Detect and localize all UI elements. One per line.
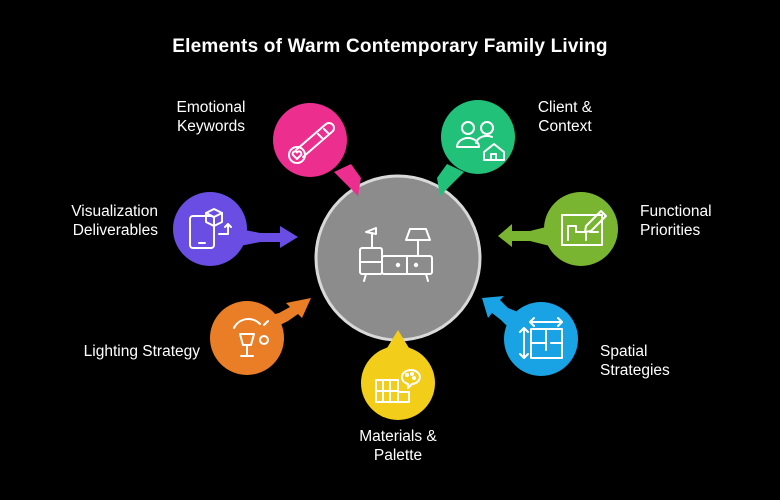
tablet-cube-icon bbox=[189, 208, 232, 249]
blueprint-pencil-icon bbox=[561, 210, 607, 246]
label-materials-palette: Materials &Palette bbox=[359, 428, 437, 464]
hub-circle bbox=[314, 174, 482, 342]
label-lighting-strategy: Lighting Strategy bbox=[83, 343, 200, 360]
node-functional-priorities bbox=[498, 192, 618, 266]
node-visualization-deliverables bbox=[173, 192, 298, 266]
floorplan-measure-icon bbox=[519, 317, 563, 359]
lamp-light-icon bbox=[233, 318, 269, 357]
material-swatches-icon bbox=[375, 369, 421, 403]
node-materials-palette bbox=[361, 330, 435, 420]
label-client-context: Client &Context bbox=[537, 99, 593, 135]
node-client-context bbox=[437, 100, 515, 196]
heart-thermometer-icon bbox=[288, 122, 335, 164]
node-emotional-keywords bbox=[273, 103, 361, 196]
people-house-icon bbox=[456, 121, 505, 161]
node-lighting-strategy bbox=[210, 298, 311, 375]
living-room-furniture-icon bbox=[359, 227, 433, 282]
node-spatial-strategies bbox=[482, 296, 578, 376]
diagram-title: Elements of Warm Contemporary Family Liv… bbox=[172, 36, 608, 57]
